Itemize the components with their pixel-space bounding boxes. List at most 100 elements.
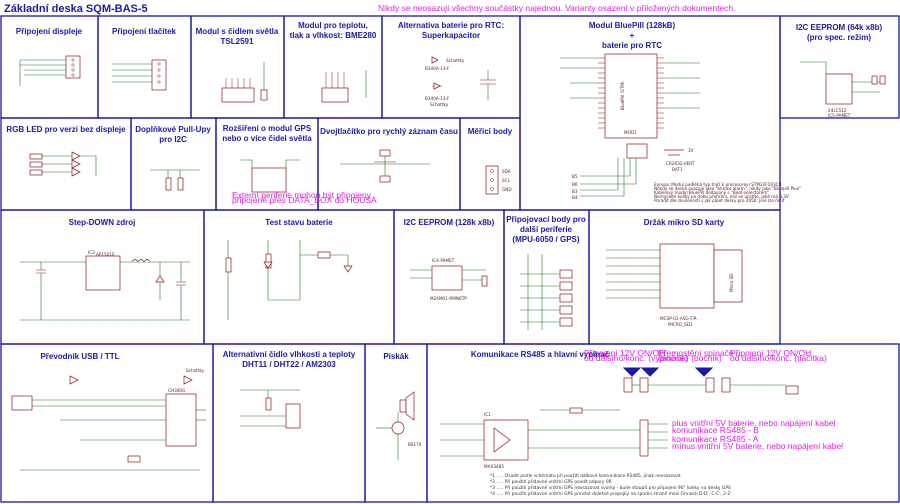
usb-ic: CH340G	[168, 388, 185, 393]
rs485-note-bypass-line1: Přemostění spínače	[658, 348, 734, 358]
rs485-note-minus: mínus vnitřní 5V baterie, nebo napájení …	[672, 441, 843, 451]
i2c-pullups	[150, 169, 200, 191]
section-title-dht-line1: Alternativní čidlo vlhkosti a teploty	[223, 350, 356, 359]
footnote-2: *2 ..... Při použití přídavné vnitřní GP…	[490, 478, 612, 485]
section-title-eeprom64-line1: I2C EEPROM (64k x8b)	[796, 23, 883, 32]
rtc-schottky-label: Schottky	[446, 58, 465, 63]
bluepill-note-line2: Někdy se deska osazuje jako "blunke alar…	[654, 186, 801, 191]
section-title-gps-line1: Rozšíření o modul GPS	[223, 124, 312, 133]
gps-note-line1: Externí periferie mohou být připojeny	[232, 190, 372, 200]
section-title-periferie-line2: další periferie	[520, 225, 573, 234]
section-title-tsl-line1: Modul s čidlem světla	[196, 27, 279, 36]
battery-test	[225, 240, 353, 320]
section-title-bme-line1: Modul pro teplotu,	[298, 21, 368, 30]
section-title-rtc-line1: Alternativa baterie pro RTC:	[398, 21, 504, 30]
bluepill-b4: B4	[572, 195, 578, 200]
section-title-displej: Připojení displeje	[16, 27, 83, 36]
section-title-rs485: Komunikace RS485 a hlavní vypínač	[471, 350, 610, 359]
section-title-periferie-line1: Připojovací body pro	[506, 215, 586, 224]
bluepill-b6: B6	[572, 182, 578, 187]
usb-ttl-converter: CH340G Schottky	[11, 368, 206, 471]
eeprom128-ref: IC4-PAMET	[432, 258, 455, 263]
rs485-note-b: komunikace RS485 - B	[672, 425, 759, 435]
rtc-supercap: B340A-13-F Schottky B340A-13-F Schottky	[425, 56, 496, 107]
rs485-note-bypass-line2: (bočník) (bočník)	[658, 353, 722, 363]
footnote-3: *3 ..... Při použití přídavné vnitřní GP…	[490, 484, 731, 491]
measure-scl: SCL	[502, 178, 511, 183]
display-connector	[19, 55, 81, 86]
stepdown-ic: AP1501E	[96, 252, 115, 257]
double-button	[340, 149, 430, 183]
rs485-note-plus: plus vnitřní 5V baterie, nebo napájení k…	[672, 418, 836, 428]
measure-points: SDA SCL GND	[485, 165, 512, 195]
piezo-buzzer: BS170	[376, 391, 422, 460]
section-title-bluepill-line3: baterie pro RTC	[602, 41, 662, 50]
bluepill-note-line5: Poradit dle zkušeností s jak pájet desky…	[654, 198, 785, 203]
bluepill-note-line4: Nemyslete kolíky po dobu přehrání, než s…	[654, 194, 789, 199]
gps-connector: Externí periferie mohou být připojeny př…	[232, 159, 377, 205]
rtc-schottky-label-2: Schottky	[430, 102, 449, 107]
section-title-periferie-line3: (MPU-6050 / GPS)	[512, 235, 579, 244]
section-title-mericibody: Měřicí body	[468, 127, 513, 136]
section-title-bme-line2: tlak a vlhkost: BME280	[290, 31, 377, 40]
rs485-note-12v-left-line1: Připojení 12V ON/OH	[584, 348, 665, 358]
sheet-title: Základní deska SQM-BAS-5	[4, 3, 148, 15]
eeprom64-package: IC5-PAMET	[828, 113, 851, 118]
rs485-note-12v-left-line2: od dalšího/konc. (vypínače)	[584, 353, 688, 363]
section-title-eeprom64-line2: (pro spec. režim)	[807, 33, 871, 42]
buzzer-transistor: BS170	[408, 442, 422, 447]
rs485-ic: MAX3485	[484, 464, 504, 469]
section-title-pullup-line2: pro I2C	[159, 135, 187, 144]
measure-sda: SDA	[502, 169, 511, 174]
measure-gnd: GND	[502, 187, 512, 192]
bluepill-note: Evropa: Modul podléhá typ tlačí k proces…	[654, 182, 801, 203]
section-title-pullup-line1: Doplňkové Pull-Upy	[135, 125, 211, 134]
bluepill-ref: BluePill (STM)	[620, 81, 625, 110]
rtc-battery: 3V CR2032-VERT BAT1	[664, 148, 695, 172]
battery-name: BAT1	[672, 167, 683, 172]
eeprom128-part: M24M01-RMN6TP	[430, 296, 467, 301]
bluepill-note-line3: Kabelový modul BluePill dodávaný s "Boot…	[654, 190, 769, 195]
section-title-gps-line2: nebo o více čidel světla	[222, 134, 312, 143]
eeprom64-chip: 24LC512 IC5-PAMET	[800, 61, 886, 118]
rgb-led	[29, 151, 97, 177]
section-title-dvojtlacitko: Dvojtlačítko pro rychlý záznam času	[320, 127, 458, 136]
peripheral-pins	[520, 254, 573, 330]
footnotes: *1 ..... Osadit podle schématu při použi…	[490, 472, 732, 497]
section-title-sd: Držák mikro SD karty	[644, 218, 725, 227]
section-title-tsl-line2: TSL2591	[221, 37, 254, 46]
section-title-bluepill-line1: Modul BluePill (128kB)	[589, 21, 676, 30]
bluepill-module: BluePill (STM) MOD1 B5 B6 B3 B4	[560, 53, 700, 200]
bluepill-b3: B3	[572, 189, 578, 194]
rtc-diode-ref-2: B340A-13-F	[425, 96, 450, 101]
rs485-interface: IC1 MAX3485 Připojení 12V ON/OH od další…	[440, 348, 843, 469]
bme280-module	[321, 70, 367, 103]
stepdown-ic-ref: IC3	[88, 250, 95, 255]
footnote-4: *4 ..... Při použití přídavné vnitřní GP…	[490, 490, 732, 497]
battery-ref: CR2032-VERT	[666, 161, 695, 166]
section-title-dht-line2: DHT11 / DHT22 / AM2303	[242, 360, 336, 369]
section-title-test-baterie: Test stavu baterie	[265, 218, 333, 227]
dht-sensor	[240, 389, 301, 429]
section-title-bluepill-line2: +	[630, 31, 635, 40]
tsl2591-module	[221, 62, 268, 103]
button-connector	[112, 59, 167, 91]
bluepill-mod: MOD1	[624, 130, 637, 135]
section-title-usb: Převodník USB / TTL	[40, 352, 119, 361]
rs485-note-12v-right-line2: od dalšího/konc. (tlačítka)	[730, 353, 827, 363]
gps-note-line2: připojené přes DATA_BOX do HOUSA	[232, 195, 377, 205]
rtc-diode-ref: B340A-13-F	[425, 66, 450, 71]
sd-holder: Micro SD MCSP-01-ASG-T/R MICRO_SD1	[606, 243, 743, 327]
sheet-notice: Nikdy se neosazují všechny součástky naj…	[378, 3, 736, 13]
section-frames	[0, 15, 900, 503]
stepdown-regulator: IC3 AP1501E	[20, 250, 190, 321]
footnote-1: *1 ..... Osadit podle schématu při použi…	[490, 472, 681, 479]
sd-ref: MCSP-01-ASG-T/R	[660, 316, 697, 321]
section-title-tlacitka: Připojení tlačítek	[112, 27, 177, 36]
rs485-note-a: komunikace RS485 - A	[672, 434, 759, 444]
usb-schottky-label: Schottky	[186, 368, 205, 373]
sd-card-label: Micro SD	[729, 274, 734, 292]
section-title-rgb: RGB LED pro verzi bez displeje	[6, 125, 126, 134]
rs485-note-12v-right-line1: Připojení 12V ON/OH	[730, 348, 811, 358]
